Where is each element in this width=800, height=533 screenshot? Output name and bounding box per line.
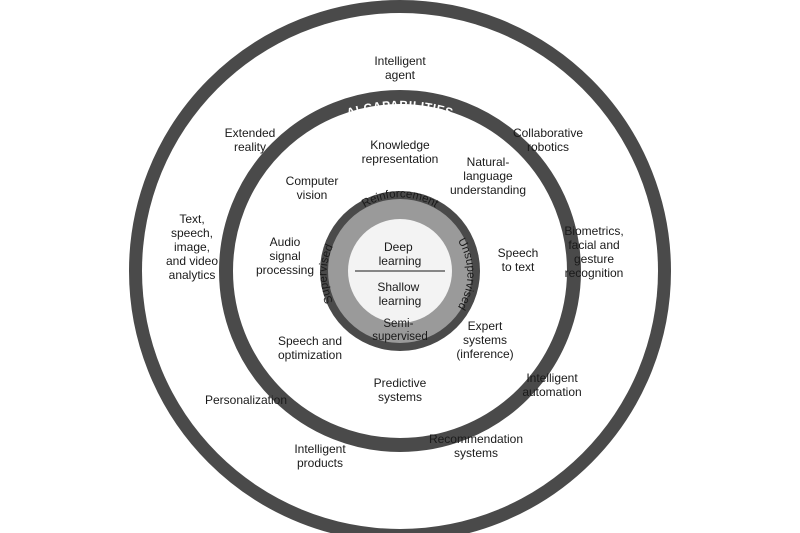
application-intelligent-agent-line: Intelligent	[374, 54, 426, 68]
capability-expert-systems-line: systems	[463, 333, 507, 347]
application-biometrics-line: Biometrics,	[564, 224, 623, 238]
application-extended-reality-line: reality	[234, 140, 266, 154]
capability-audio-signal-line: signal	[269, 249, 300, 263]
capability-expert-systems-line: (inference)	[456, 347, 513, 361]
ml-supervised: Supervised	[318, 243, 336, 306]
application-collaborative-robotics-line: Collaborative	[513, 126, 583, 140]
application-recommendation-systems-line: systems	[454, 446, 498, 460]
capability-audio-signal-line: processing	[256, 263, 314, 277]
capability-nlu-line: understanding	[450, 183, 526, 197]
application-intelligent-products-line: Intelligent	[294, 442, 346, 456]
application-biometrics-line: facial and	[568, 238, 619, 252]
application-extended-reality-line: Extended	[225, 126, 276, 140]
application-intelligent-products-line: products	[297, 456, 343, 470]
capability-computer-vision-line: Computer	[286, 174, 339, 188]
application-text-speech-analytics-line: and video	[166, 254, 218, 268]
capability-nlu-line: language	[463, 169, 513, 183]
application-intelligent-automation-line: automation	[522, 385, 581, 399]
capability-audio-signal-line: Audio	[270, 235, 301, 249]
capability-speech-optimization-line: Speech and	[278, 334, 342, 348]
capability-nlu-line: Natural-	[467, 155, 510, 169]
application-intelligent-automation-line: Intelligent	[526, 371, 578, 385]
core-deep-learning: Deep learning	[379, 240, 422, 268]
application-personalization-line: Personalization	[205, 393, 287, 407]
capability-speech-optimization-line: optimization	[278, 348, 342, 362]
application-text-speech-analytics-line: Text,	[179, 212, 204, 226]
capability-predictive-systems-line: systems	[378, 390, 422, 404]
core-shallow-learning: Shallow learning	[377, 280, 422, 308]
application-intelligent-agent-line: agent	[385, 68, 416, 82]
capability-speech-to-text-line: to text	[502, 260, 535, 274]
application-collaborative-robotics-line: robotics	[527, 140, 569, 154]
capability-knowledge-representation-line: representation	[362, 152, 439, 166]
capability-knowledge-representation-line: Knowledge	[370, 138, 430, 152]
application-biometrics-line: recognition	[565, 266, 624, 280]
capability-expert-systems-line: Expert	[468, 319, 503, 333]
capability-predictive-systems-line: Predictive	[374, 376, 427, 390]
ml-semi-supervised: Semi- supervised	[372, 318, 428, 343]
application-personalization: Personalization	[205, 393, 287, 407]
application-text-speech-analytics-line: image,	[174, 240, 210, 254]
application-biometrics-line: gesture	[574, 252, 614, 266]
application-text-speech-analytics-line: analytics	[169, 268, 216, 282]
application-text-speech-analytics-line: speech,	[171, 226, 213, 240]
capability-computer-vision-line: vision	[297, 188, 328, 202]
capability-speech-to-text-line: Speech	[498, 246, 539, 260]
application-recommendation-systems-line: Recommendation	[429, 432, 523, 446]
